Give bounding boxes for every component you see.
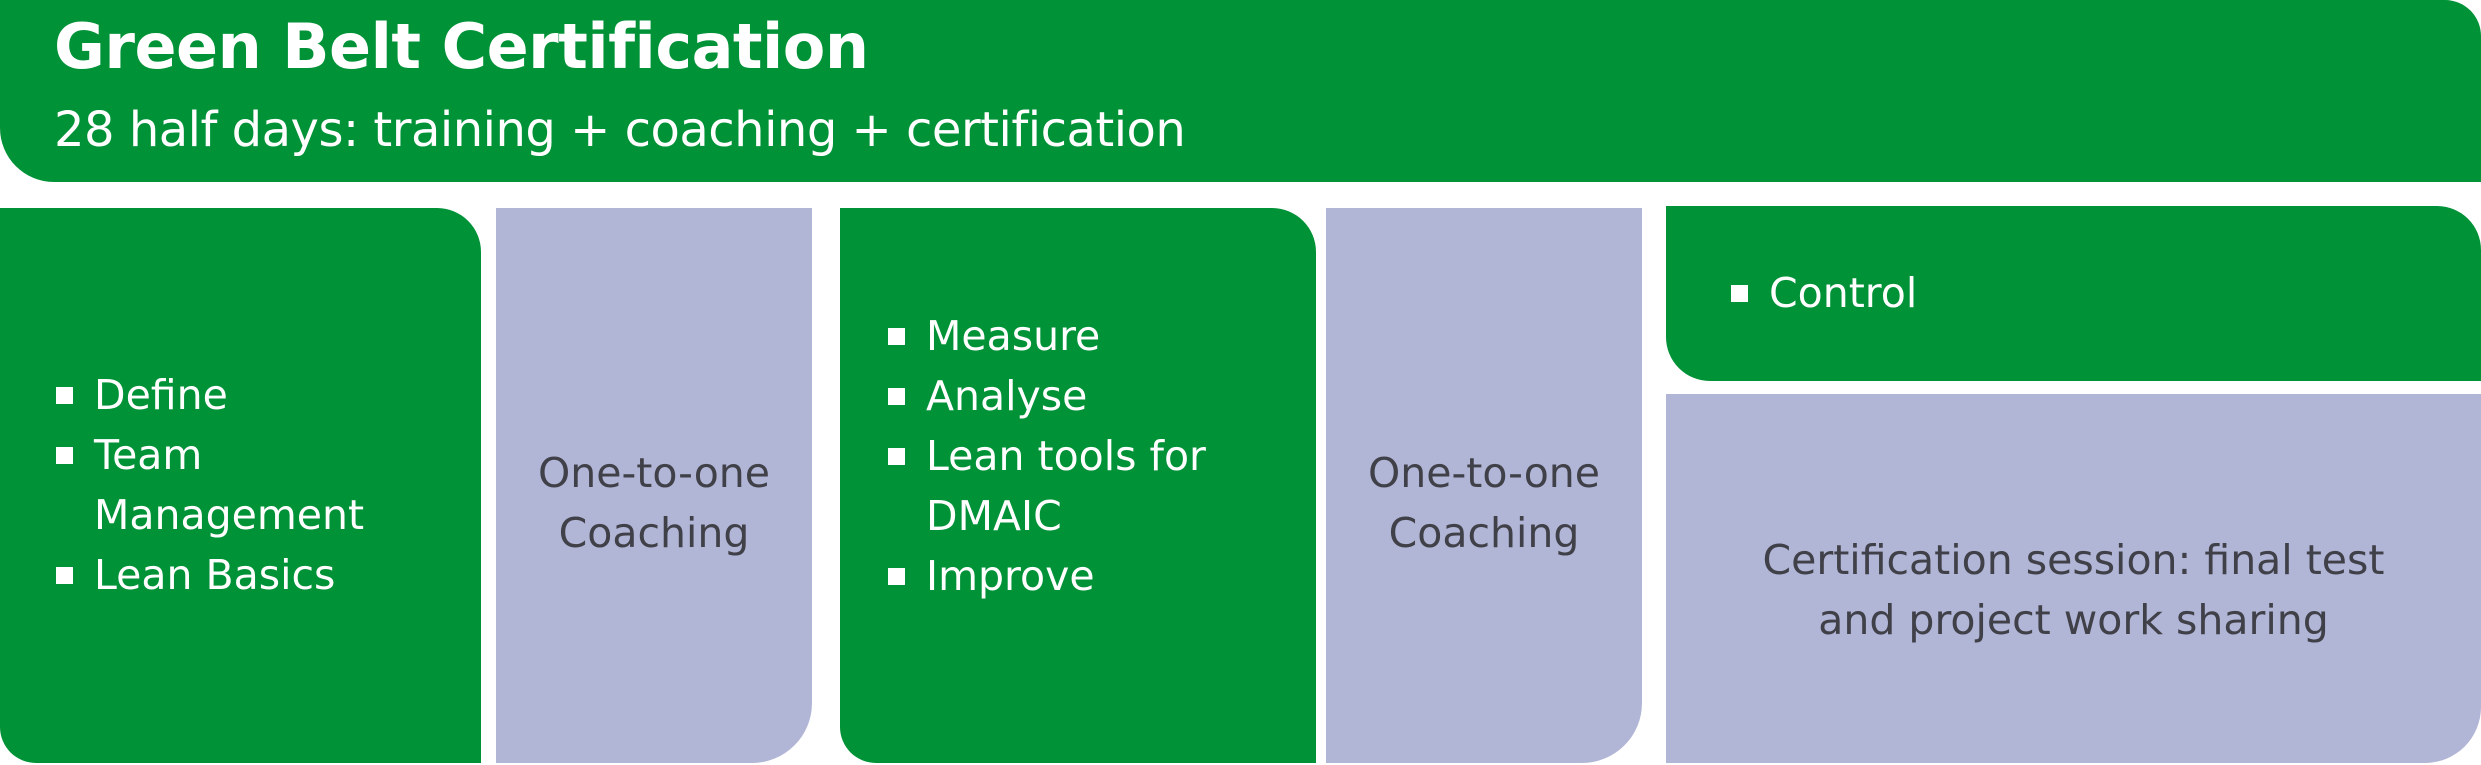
list-item: Analyse [887, 366, 1206, 426]
topic-label: Analyse [926, 372, 1088, 420]
square-bullet-icon [1731, 285, 1748, 302]
topic-label: Lean Basics [94, 551, 336, 599]
coaching-label-line-2: Coaching [558, 509, 750, 557]
measure-topic-list: Measure Analyse Lean tools for DMAIC Imp… [887, 306, 1206, 606]
phase-control-box: Control [1666, 206, 2481, 381]
page-subtitle: 28 half days: training + coaching + cert… [54, 102, 1186, 158]
topic-label-continued: DMAIC [926, 492, 1062, 540]
phase-define-box: Define Team Management Lean Basics [0, 208, 481, 763]
square-bullet-icon [888, 448, 905, 465]
list-item: Improve [887, 546, 1206, 606]
certification-label-line-2: and project work sharing [1818, 596, 2329, 644]
topic-label: Lean tools for [926, 432, 1206, 480]
certification-label: Certification session: final test and pr… [1666, 530, 2481, 650]
control-topic-list: Control [1730, 263, 1917, 323]
coaching-label-line-1: One-to-one [537, 449, 771, 497]
define-topic-list: Define Team Management Lean Basics [55, 365, 364, 605]
coaching-label: One-to-one Coaching [496, 443, 812, 563]
coaching-label-line-2: Coaching [1388, 509, 1580, 557]
coaching-box-1: One-to-one Coaching [496, 208, 812, 763]
list-item: Team Management [55, 425, 364, 545]
coaching-box-2: One-to-one Coaching [1326, 208, 1642, 763]
square-bullet-icon [888, 568, 905, 585]
certification-session-box: Certification session: final test and pr… [1666, 394, 2481, 763]
phase-measure-box: Measure Analyse Lean tools for DMAIC Imp… [840, 208, 1316, 763]
topic-label: Team [94, 431, 203, 479]
topic-label-continued: Management [94, 491, 365, 539]
square-bullet-icon [888, 328, 905, 345]
list-item: Define [55, 365, 364, 425]
list-item: Control [1730, 263, 1917, 323]
topic-label: Measure [926, 312, 1101, 360]
topic-label: Define [94, 371, 228, 419]
square-bullet-icon [56, 387, 73, 404]
square-bullet-icon [888, 388, 905, 405]
coaching-label: One-to-one Coaching [1326, 443, 1642, 563]
list-item: Lean tools for DMAIC [887, 426, 1206, 546]
square-bullet-icon [56, 447, 73, 464]
square-bullet-icon [56, 567, 73, 584]
list-item: Measure [887, 306, 1206, 366]
coaching-label-line-1: One-to-one [1367, 449, 1601, 497]
topic-label: Improve [926, 552, 1095, 600]
certification-label-line-1: Certification session: final test [1762, 536, 2385, 584]
topic-label: Control [1769, 269, 1918, 317]
header-banner: Green Belt Certification 28 half days: t… [0, 0, 2481, 182]
page-title: Green Belt Certification [54, 10, 869, 83]
list-item: Lean Basics [55, 545, 364, 605]
